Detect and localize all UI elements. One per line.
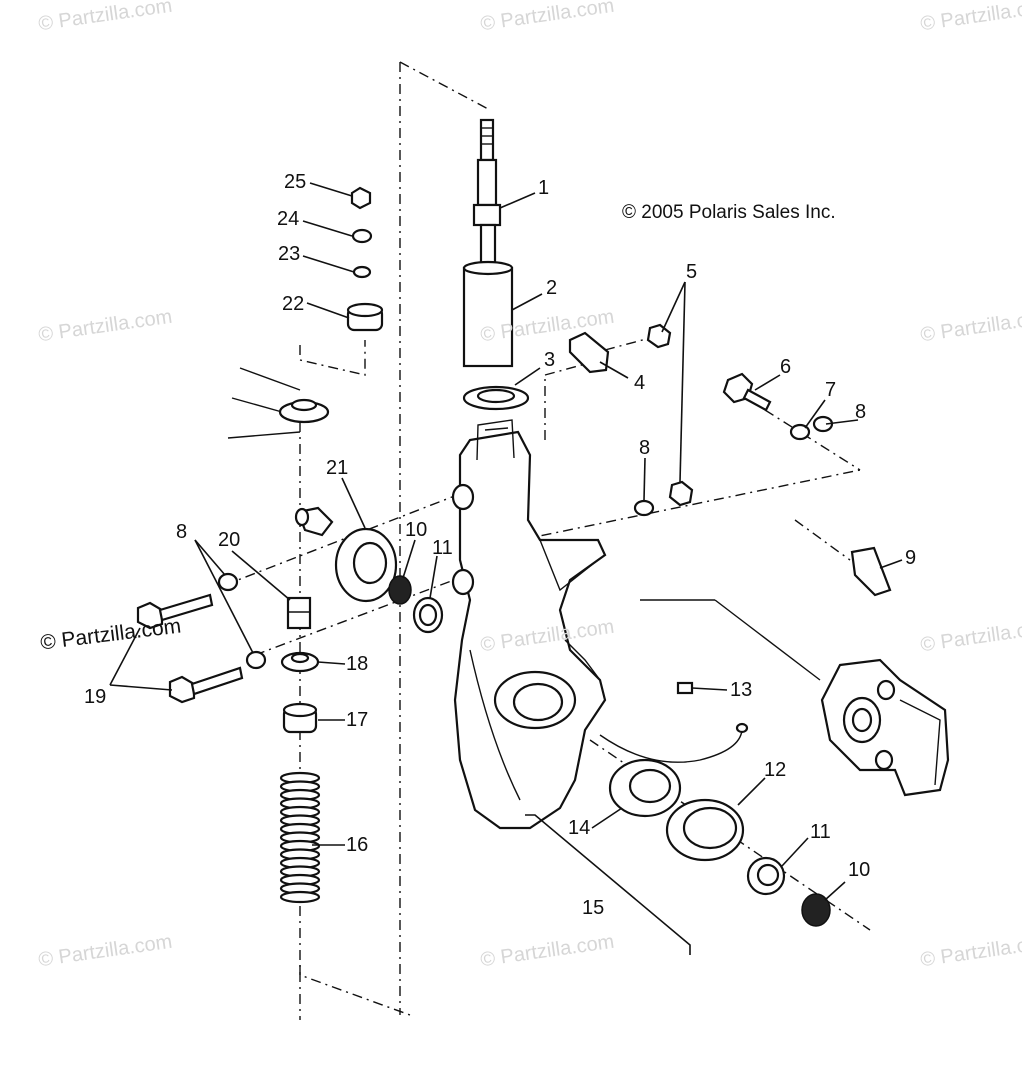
callout-8: 8	[176, 521, 188, 543]
bolt-upper	[136, 593, 214, 630]
callout-10: 10	[848, 859, 871, 881]
callout-17: 17	[346, 709, 369, 731]
callout-7: 7	[825, 379, 837, 401]
bolt-lower	[168, 666, 244, 704]
flat-washer-left-lower	[245, 650, 267, 670]
flat-washer-left-upper	[217, 572, 239, 592]
speed-sensor	[599, 681, 749, 763]
callout-10: 10	[405, 519, 428, 541]
leader-lines	[109, 182, 903, 901]
callout-24: 24	[277, 208, 300, 230]
callout-5: 5	[686, 261, 698, 283]
callout-23: 23	[278, 243, 301, 265]
callout-12: 12	[764, 759, 787, 781]
spindle	[472, 118, 502, 272]
callout-19: 19	[84, 686, 107, 708]
top-hardware-stack	[346, 186, 384, 332]
callout-11: 11	[810, 821, 831, 843]
callout-20: 20	[218, 529, 241, 551]
callout-25: 25	[284, 171, 307, 193]
frame-plate	[227, 367, 330, 439]
callout-6: 6	[780, 356, 792, 378]
nut-lower	[668, 480, 694, 507]
tab-bracket	[568, 331, 610, 374]
callout-2: 2	[546, 277, 558, 299]
callout-15: 15	[582, 897, 605, 919]
hub-caliper-assembly	[820, 658, 950, 797]
steering-knuckle	[451, 419, 607, 830]
group-bracket	[525, 814, 691, 955]
callout-4: 4	[634, 372, 646, 394]
copyright-text: © 2005 Polaris Sales Inc.	[622, 202, 836, 223]
callout-13: 13	[730, 679, 753, 701]
lock-washer	[789, 423, 811, 441]
callout-21: 21	[326, 457, 349, 479]
callout-8: 8	[639, 437, 651, 459]
callout-3: 3	[544, 349, 556, 371]
bearing-cone-upper	[388, 575, 412, 605]
spring-coil	[279, 890, 321, 904]
callout-22: 22	[282, 293, 305, 315]
hex-bolt	[722, 372, 772, 412]
callout-16: 16	[346, 834, 369, 856]
callout-1: 1	[538, 177, 550, 199]
stop-block	[850, 546, 892, 597]
callout-14: 14	[568, 817, 591, 839]
bearing-cone-lower	[801, 893, 831, 927]
jam-nut	[286, 596, 312, 630]
callout-8: 8	[855, 401, 867, 423]
pivot-pin	[294, 506, 334, 537]
callout-18: 18	[346, 653, 369, 675]
nut-upper	[646, 323, 672, 349]
flat-washer-mid	[633, 499, 655, 517]
coil-spring	[279, 771, 321, 904]
callout-11: 11	[432, 537, 453, 559]
callout-9: 9	[905, 547, 917, 569]
spindle-sleeve	[462, 260, 514, 368]
